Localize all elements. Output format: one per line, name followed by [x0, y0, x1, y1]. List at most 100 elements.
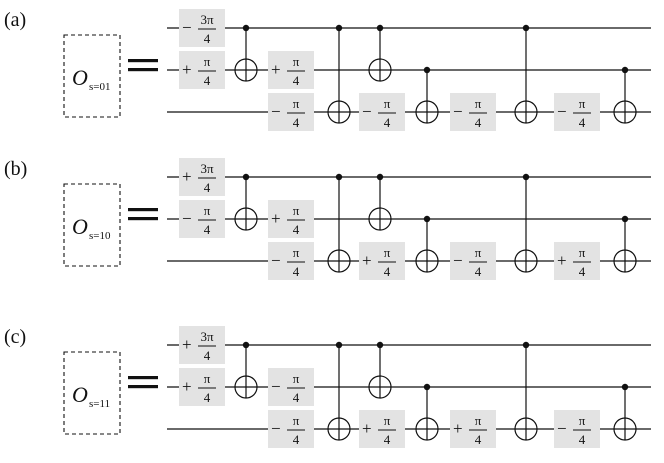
phase-gate: −π 4 — [450, 242, 496, 280]
cnot-control-dot — [335, 24, 343, 32]
cnot-control-dot — [242, 341, 250, 349]
phase-gate: −π4 — [268, 93, 314, 131]
phase-denominator: 4 — [475, 264, 482, 279]
phase-sign: + — [182, 335, 192, 354]
cnot-control-dot — [423, 383, 431, 391]
phase-denominator: 4 — [293, 390, 300, 405]
phase-gate-box — [554, 93, 600, 131]
cnot-control-dot — [423, 66, 431, 74]
cnot-control-dot — [621, 383, 629, 391]
cnot-control-dot — [621, 215, 629, 223]
phase-denominator: 4 — [293, 73, 300, 88]
oracle-box — [63, 34, 121, 118]
cnot-control-dot — [522, 341, 530, 349]
phase-sign: − — [271, 102, 281, 121]
phase-gate-box — [359, 410, 405, 448]
cnot-gate — [415, 66, 439, 124]
phase-gate-box — [450, 410, 496, 448]
equals-bar-top — [128, 376, 158, 380]
cnot-gate — [327, 173, 351, 273]
cnot-control-dot — [335, 173, 343, 181]
phase-denominator: 4 — [579, 115, 586, 130]
phase-numerator: π — [579, 96, 586, 111]
phase-sign: + — [182, 377, 192, 396]
phase-gate-box — [450, 242, 496, 280]
panel-label: (b) — [4, 158, 27, 180]
phase-gate: +π4 — [268, 51, 314, 89]
phase-numerator: π — [293, 96, 300, 111]
phase-numerator: π — [293, 245, 300, 260]
phase-gate: +π4 — [359, 410, 405, 448]
phase-gate-box — [359, 93, 405, 131]
phase-numerator: π — [204, 203, 211, 218]
phase-sign: + — [362, 251, 372, 270]
phase-denominator: 4 — [204, 31, 211, 46]
panel-label: (c) — [4, 326, 26, 348]
cnot-gate — [327, 341, 351, 441]
phase-gate: −π4 — [554, 410, 600, 448]
cnot-gate — [415, 383, 439, 441]
cnot-gate — [234, 341, 258, 399]
phase-numerator: π — [293, 203, 300, 218]
phase-denominator: 4 — [204, 73, 211, 88]
phase-gate-box — [179, 158, 225, 196]
phase-denominator: 4 — [384, 264, 391, 279]
phase-gate-box — [450, 93, 496, 131]
phase-numerator: π — [475, 413, 482, 428]
phase-gate: −π4 — [359, 93, 405, 131]
phase-denominator: 4 — [293, 432, 300, 447]
cnot-gate — [234, 24, 258, 82]
phase-numerator: π — [384, 96, 391, 111]
phase-gate-box — [268, 368, 314, 406]
phase-denominator: 4 — [204, 390, 211, 405]
phase-numerator: π — [384, 413, 391, 428]
cnot-gate — [415, 215, 439, 273]
equals-bar-bottom — [128, 217, 158, 221]
phase-sign: + — [182, 167, 192, 186]
phase-numerator: π — [475, 245, 482, 260]
phase-gate-box — [268, 51, 314, 89]
cnot-gate — [514, 341, 538, 441]
oracle-symbol: O — [72, 382, 88, 407]
phase-gate: + π 4 — [359, 242, 405, 280]
phase-sign: + — [557, 251, 567, 270]
phase-denominator: 4 — [204, 222, 211, 237]
phase-sign: − — [362, 102, 372, 121]
panel-label: (a) — [4, 9, 26, 31]
phase-gate: +π4 — [268, 200, 314, 238]
phase-sign: − — [182, 18, 192, 37]
cnot-gate — [234, 173, 258, 231]
phase-denominator: 4 — [293, 222, 300, 237]
phase-gate: −π4 — [179, 200, 225, 238]
phase-gate-box — [179, 200, 225, 238]
cnot-gate — [613, 383, 637, 441]
cnot-gate — [327, 24, 351, 124]
cnot-control-dot — [242, 173, 250, 181]
phase-gate-box — [179, 326, 225, 364]
phase-numerator: π — [384, 245, 391, 260]
phase-gate: +π4 — [554, 242, 600, 280]
cnot-control-dot — [376, 341, 384, 349]
phase-gate: −π4 — [268, 410, 314, 448]
phase-sign: + — [362, 419, 372, 438]
phase-numerator: π — [204, 54, 211, 69]
cnot-gate — [368, 341, 392, 399]
phase-gate-box — [179, 9, 225, 47]
phase-sign: + — [453, 419, 463, 438]
cnot-control-dot — [376, 24, 384, 32]
phase-gate-box — [268, 93, 314, 131]
phase-gate: + π 4 — [450, 410, 496, 448]
phase-gate-box — [268, 242, 314, 280]
phase-sign: − — [271, 377, 281, 396]
phase-numerator: π — [293, 54, 300, 69]
cnot-gate — [514, 24, 538, 124]
phase-sign: − — [271, 251, 281, 270]
phase-sign: − — [453, 251, 463, 270]
phase-sign: − — [557, 419, 567, 438]
cnot-gate — [613, 66, 637, 124]
cnot-control-dot — [242, 24, 250, 32]
phase-denominator: 4 — [475, 432, 482, 447]
cnot-gate — [368, 173, 392, 231]
cnot-control-dot — [522, 173, 530, 181]
